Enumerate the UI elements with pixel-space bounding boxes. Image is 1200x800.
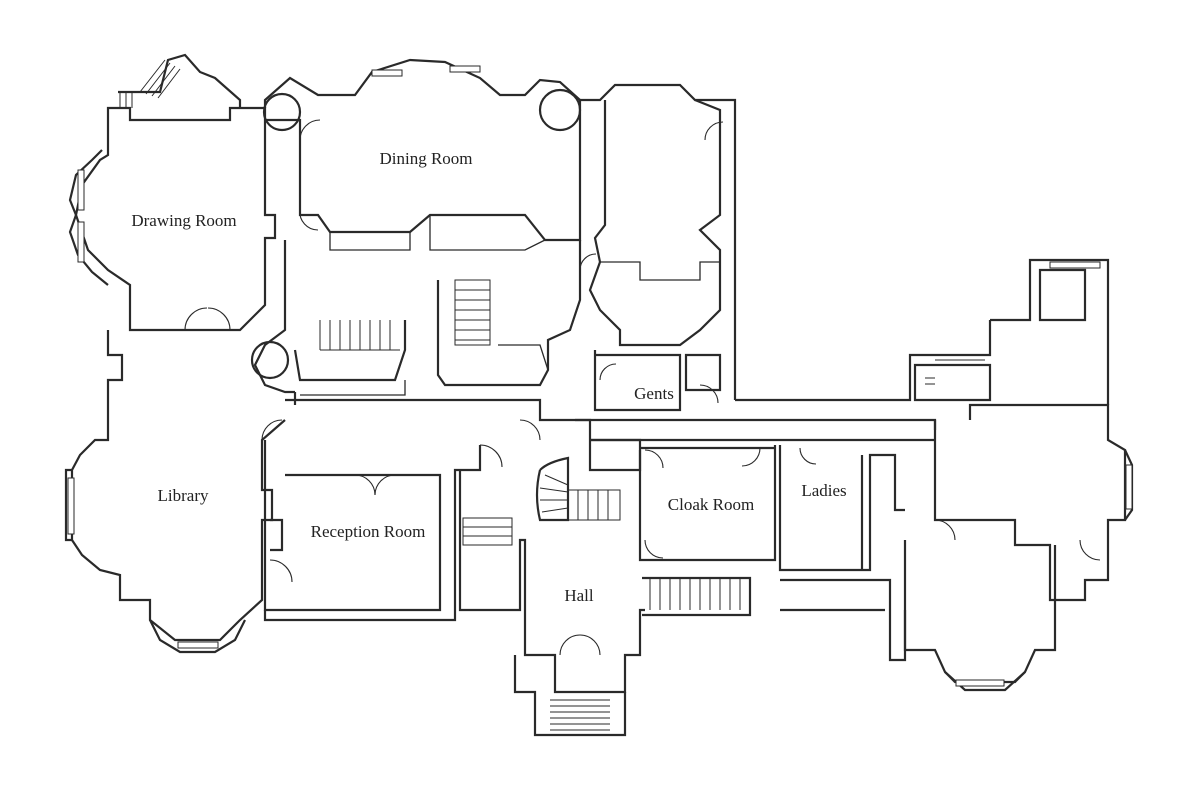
doors	[184, 119, 1101, 656]
room-label-cloak-room: Cloak Room	[668, 495, 754, 514]
room-label-dining-room: Dining Room	[379, 149, 472, 168]
room-labels: Dining Room Drawing Room Library Recepti…	[131, 149, 846, 605]
room-label-reception-room: Reception Room	[311, 522, 426, 541]
room-label-hall: Hall	[564, 586, 594, 605]
room-label-ladies: Ladies	[801, 481, 846, 500]
room-label-library: Library	[158, 486, 209, 505]
windows	[67, 65, 1133, 687]
room-label-gents: Gents	[634, 384, 674, 403]
outer-walls	[64, 53, 1134, 737]
room-label-drawing-room: Drawing Room	[131, 211, 236, 230]
